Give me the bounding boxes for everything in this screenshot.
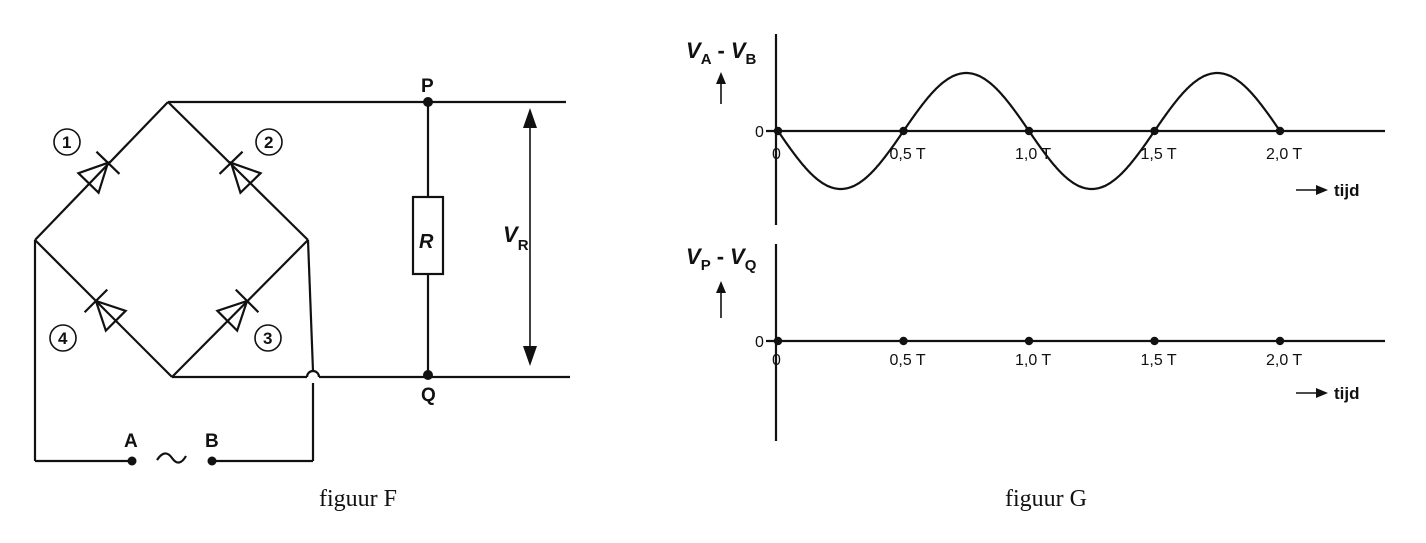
bottom-tick-dot-3 xyxy=(1150,336,1159,346)
bottom-tick-label-2: 1,0 T xyxy=(1015,352,1051,369)
diode-2-triangle xyxy=(229,161,263,195)
terminal-a-label: A xyxy=(124,431,138,452)
diode-1-bar xyxy=(95,150,121,175)
bottom-y-dash: - xyxy=(717,244,724,269)
top-y-sub1: A xyxy=(701,51,712,68)
bridge-wire-top-left xyxy=(34,101,169,241)
top-graph-ticks: 0 0,5 T 1,0 T 1,5 T 2,0 T xyxy=(772,126,1302,163)
diode-4-badge xyxy=(49,324,77,352)
bottom-y-sub1: P xyxy=(701,257,711,274)
ac-source-symbol xyxy=(156,452,187,464)
diode-1 xyxy=(76,150,121,195)
top-tick-dot-4 xyxy=(1275,126,1285,136)
node-q-dot xyxy=(423,370,433,380)
top-y-sub2: B xyxy=(746,51,757,68)
figure-f-caption: figuur F xyxy=(319,486,397,512)
bottom-tick-label-3: 1,5 T xyxy=(1141,352,1177,369)
diode-1-number: 1 xyxy=(62,133,71,152)
vr-arrow-head-up xyxy=(523,108,537,128)
top-tick-dot-1 xyxy=(899,126,908,136)
diode-3 xyxy=(215,288,260,333)
top-tick-dot-0 xyxy=(773,126,783,136)
bridge-wire-top-right xyxy=(167,101,309,241)
top-y-v1: V xyxy=(686,38,703,63)
input-wire-right-vertical-upper xyxy=(306,239,315,372)
diode-1-badge xyxy=(53,128,81,156)
diode-3-bar xyxy=(234,288,260,314)
top-y-dash: - xyxy=(718,38,725,63)
diode-3-badge xyxy=(254,324,282,352)
bottom-graph-zero-label: 0 xyxy=(755,334,764,351)
figure-f-circuit: A B P Q R VR xyxy=(33,76,570,512)
bottom-tick-label-0: 0 xyxy=(772,352,781,369)
diode-2-bar xyxy=(218,150,244,175)
resistor-label: R xyxy=(419,231,434,253)
top-tick-dot-2 xyxy=(1024,126,1034,136)
bottom-graph-up-arrow-head xyxy=(716,281,726,293)
top-tick-label-1: 0,5 T xyxy=(890,146,926,163)
top-graph-y-label: VA-VB xyxy=(686,38,757,68)
bottom-y-sub2: Q xyxy=(745,257,757,274)
diode-2 xyxy=(218,150,263,195)
bottom-graph-x-label: tijd xyxy=(1334,384,1360,403)
diode-3-number: 3 xyxy=(263,329,272,348)
top-tick-label-0: 0 xyxy=(772,146,781,163)
top-tick-label-3: 1,5 T xyxy=(1141,146,1177,163)
top-graph-tijd-arrow-head xyxy=(1316,185,1328,195)
node-q-label: Q xyxy=(421,385,436,406)
terminal-b-label: B xyxy=(205,431,219,452)
node-p-label: P xyxy=(421,76,434,97)
bottom-graph-y-label: VP-VQ xyxy=(686,244,757,274)
top-tick-dot-3 xyxy=(1150,126,1159,136)
wire-crossover-hop xyxy=(305,369,321,378)
top-tick-label-4: 2,0 T xyxy=(1266,146,1302,163)
diode-4-number: 4 xyxy=(58,329,68,348)
bottom-y-v2: V xyxy=(730,244,747,269)
diode-1-triangle xyxy=(76,161,110,195)
vr-arrow-head-down xyxy=(523,346,537,366)
bottom-tick-label-4: 2,0 T xyxy=(1266,352,1302,369)
vr-symbol: V xyxy=(503,222,520,247)
bottom-y-v1: V xyxy=(686,244,703,269)
bridge-wire-bottom-left xyxy=(34,239,173,378)
vr-label: VR xyxy=(503,222,529,254)
bottom-tick-label-1: 0,5 T xyxy=(890,352,926,369)
diode-3-triangle xyxy=(215,299,249,333)
bridge-wire-bottom-right xyxy=(171,239,309,378)
terminal-b-dot xyxy=(207,456,217,466)
diode-4 xyxy=(83,288,128,333)
diode-2-number: 2 xyxy=(264,133,273,152)
diode-2-badge xyxy=(255,128,283,156)
bottom-graph-tijd-arrow-head xyxy=(1316,388,1328,398)
top-y-v2: V xyxy=(731,38,748,63)
terminal-a-dot xyxy=(127,456,137,466)
bottom-tick-dot-1 xyxy=(899,336,908,346)
diode-4-triangle xyxy=(94,299,128,333)
top-graph-zero-label: 0 xyxy=(755,124,764,141)
top-graph-up-arrow-head xyxy=(716,72,726,84)
top-tick-label-2: 1,0 T xyxy=(1015,146,1051,163)
top-graph-x-label: tijd xyxy=(1334,181,1360,200)
diode-4-bar xyxy=(83,288,109,314)
bottom-tick-dot-4 xyxy=(1275,336,1285,346)
figure-g-caption: figuur G xyxy=(1005,486,1087,512)
bottom-graph-ticks: 0 0,5 T 1,0 T 1,5 T 2,0 T xyxy=(772,336,1302,369)
node-p-dot xyxy=(423,97,433,107)
bottom-tick-dot-2 xyxy=(1024,336,1034,346)
vr-subscript: R xyxy=(518,237,529,254)
bottom-tick-dot-0 xyxy=(773,336,783,346)
